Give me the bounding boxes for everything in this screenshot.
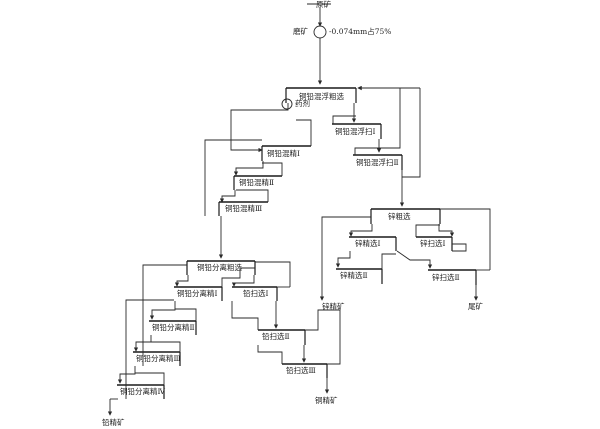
label-cu-scav1: 铅扫选Ⅰ [243,288,268,298]
cell-cu-pb-clean1: 铜铅混精Ⅰ [261,145,311,161]
cell-cu-scav1: 铅扫选Ⅰ [232,286,278,301]
cell-sep-clean4: 铜铅分离精Ⅳ [117,384,165,399]
cell-sep-rougher: 铜铅分离粗选 [186,260,256,275]
cell-zn-clean2: 锌精选Ⅱ [336,268,383,284]
label-cu-pb-scav2: 铜铅混浮扫Ⅱ [356,157,399,167]
cell-sep-clean3: 铜铅分离精Ⅲ [133,351,181,366]
cell-zn-rougher: 锌粗选 [370,208,441,224]
label-cu-pb-clean3: 铜铅混精Ⅲ [225,203,262,213]
cell-sep-clean2: 铜铅分离精Ⅱ [149,320,197,335]
cell-zn-clean1: 锌精选Ⅰ [349,236,397,251]
label-cu-pb-rougher: 铜铅混浮粗选 [299,91,344,101]
label-sep-clean2: 铜铅分离精Ⅱ [152,322,195,332]
cell-cu-pb-clean2: 铜铅混精Ⅱ [233,175,282,190]
label-zn-clean2: 锌精选Ⅱ [340,270,368,280]
cell-cu-pb-scav2: 铜铅混浮扫Ⅱ [353,154,403,170]
label-zn-conc: 锌精矿 [322,301,345,311]
label-cu-scav2: 铅扫选Ⅱ [262,331,290,341]
reagent-node [281,98,293,110]
label-tailings: 尾矿 [468,301,483,311]
label-sep-clean1: 铜铅分离精Ⅰ [177,288,217,298]
label-cu-pb-clean2: 铜铅混精Ⅱ [239,177,274,187]
cell-cu-scav3: 铅扫选Ⅲ [282,363,328,378]
label-sep-rougher: 铜铅分离粗选 [197,262,242,272]
label-cu-scav3: 铅扫选Ⅲ [286,365,316,375]
label-zn-scav2: 锌扫选Ⅱ [432,272,460,282]
label-feed: 原矿 [316,0,331,9]
cell-cu-pb-rougher: 铜铅混浮粗选 [285,87,357,103]
label-sep-clean3: 铜铅分离精Ⅲ [136,353,181,363]
label-grinding: 磨矿 [293,26,308,36]
cell-zn-scav1: 锌扫选Ⅰ [416,236,453,251]
label-pb-conc: 铅精矿 [102,417,125,427]
cell-sep-clean1: 铜铅分离精Ⅰ [174,286,223,301]
cell-zn-scav2: 锌扫选Ⅱ [428,269,477,285]
grinding-node [313,25,327,39]
label-fineness: -0.074mm占75% [329,26,391,36]
cell-cu-pb-scav1: 铜铅混浮扫Ⅰ [332,123,382,139]
cell-cu-pb-clean3: 铜铅混精Ⅲ [218,201,268,216]
label-cu-pb-clean1: 铜铅混精Ⅰ [267,148,300,158]
cell-cu-scav2: 铅扫选Ⅱ [258,329,306,345]
label-cu-pb-scav1: 铜铅混浮扫Ⅰ [335,126,375,136]
label-zn-clean1: 锌精选Ⅰ [355,238,380,248]
label-zn-scav1: 锌扫选Ⅰ [420,238,445,248]
label-reagent: 药剂 [295,98,310,108]
label-cu-conc: 铜精矿 [315,395,338,405]
label-sep-clean4: 铜铅分离精Ⅳ [120,386,165,396]
label-zn-rougher: 锌粗选 [388,211,411,221]
